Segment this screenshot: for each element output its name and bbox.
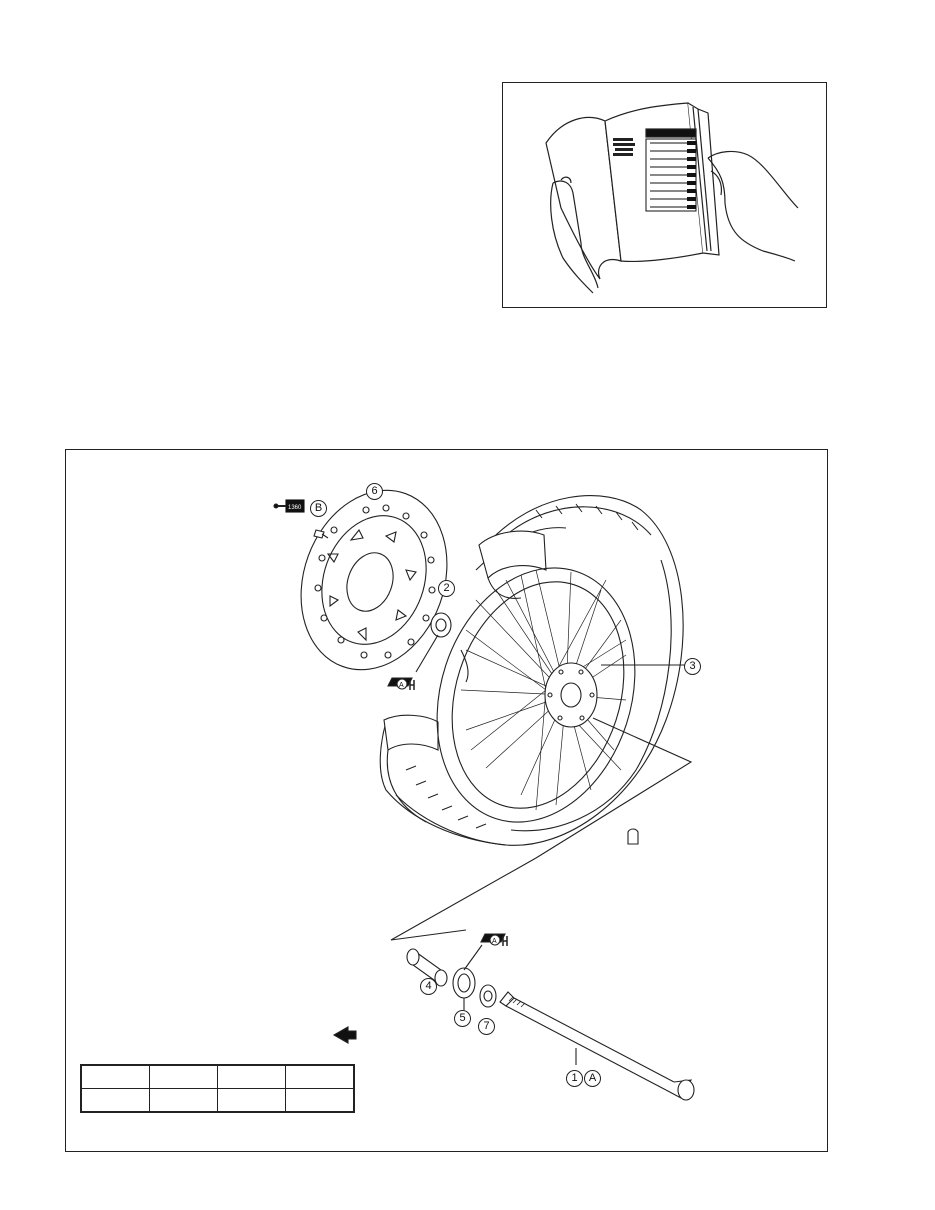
table-cell: [285, 1088, 355, 1113]
svg-text:A: A: [399, 682, 404, 689]
valve-cap: [627, 828, 639, 845]
callout-1: 1: [566, 1070, 583, 1087]
callout-3: 3: [684, 658, 701, 675]
grease-A-icon: A: [387, 677, 415, 690]
spoked-rim: [436, 567, 636, 823]
spacer-4: [406, 948, 448, 987]
brake-disc: [300, 489, 448, 671]
table-cell: [149, 1064, 218, 1089]
table-cell: [80, 1088, 150, 1113]
svg-text:A: A: [492, 938, 497, 945]
wheel-exploded-diagram: 1360: [65, 449, 828, 1152]
wheel-assembly-drawing: 1360: [273, 489, 695, 1101]
table-row: [80, 1088, 355, 1113]
table-cell: [217, 1088, 286, 1113]
table-row: [80, 1064, 355, 1089]
torque-table: [80, 1064, 355, 1113]
callout-5: 5: [454, 1010, 471, 1027]
table-cell: [149, 1088, 218, 1113]
disc-bolt: [313, 529, 329, 539]
axle-1: [499, 991, 695, 1101]
front-direction-icon: [332, 1026, 357, 1044]
open-manual-illustration: [545, 102, 799, 294]
table-cell: [285, 1064, 355, 1089]
callout-6: 6: [366, 483, 383, 500]
callout-A: A: [584, 1070, 601, 1087]
callout-4: 4: [420, 978, 437, 995]
grease-A-icon: A: [480, 933, 508, 946]
table-cell: [80, 1064, 150, 1089]
callout-B: B: [310, 500, 327, 517]
manual-illustration-frame: [502, 82, 827, 308]
tire: [379, 495, 684, 846]
bearing-5: [452, 967, 476, 1010]
table-cell: [217, 1064, 286, 1089]
callout-7: 7: [478, 1018, 495, 1035]
callout-2: 2: [438, 580, 455, 597]
thread-lock-icon: 1360: [273, 499, 305, 513]
collar-7: [479, 984, 497, 1008]
svg-text:1360: 1360: [288, 505, 302, 511]
dust-seal: [430, 612, 452, 638]
